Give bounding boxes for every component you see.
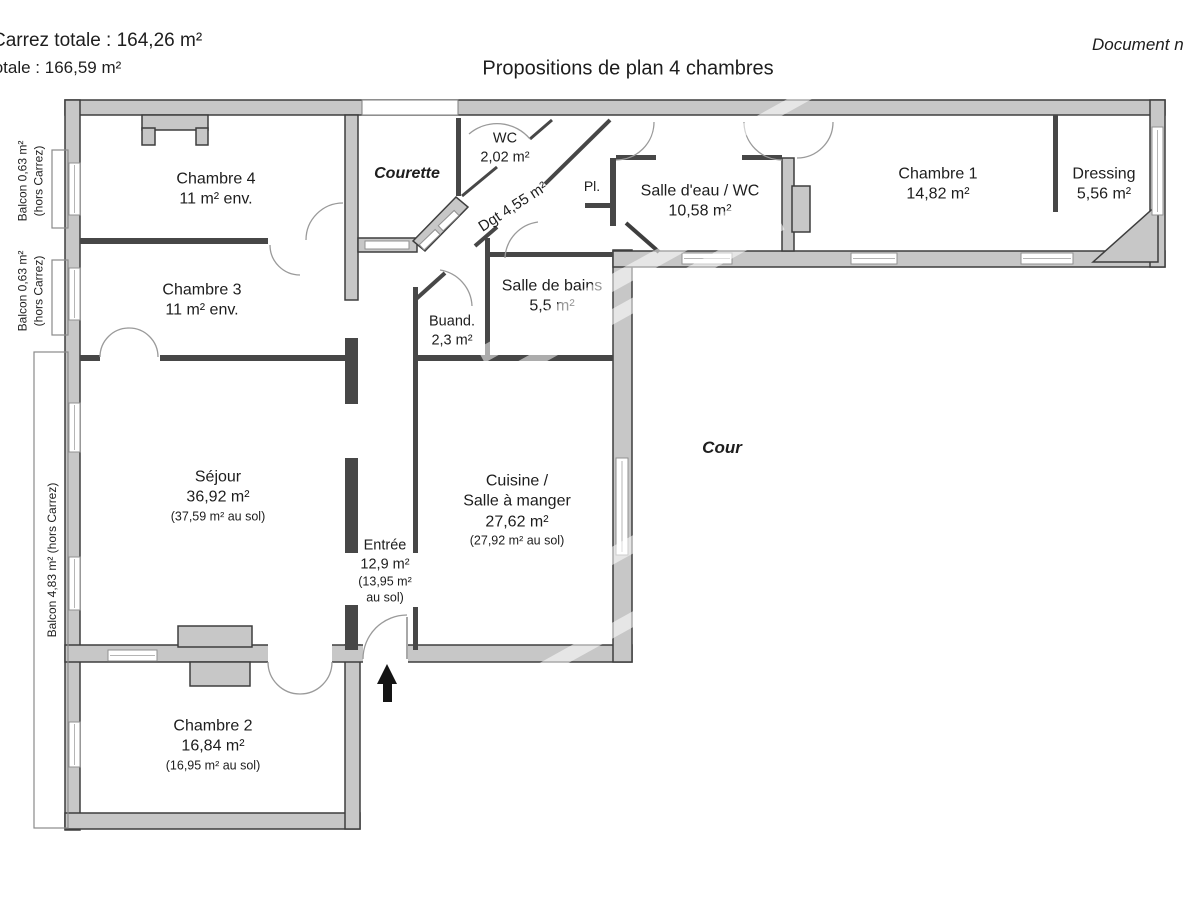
- buanderie-door-arc: [439, 269, 473, 307]
- room-label-buanderie: Buand. 2,3 m²: [429, 313, 475, 348]
- surface-total-text: totale : 166,59 m²: [0, 58, 122, 77]
- room-label-chambre3: Chambre 3 11 m² env.: [162, 281, 242, 319]
- window-chambre4: [68, 162, 81, 216]
- sdb-bottom-wall: [413, 355, 613, 361]
- wc-diagonal-wall-b: [461, 165, 498, 198]
- room-label-chambre2: Chambre 2 16,84 m² (16,95 m² au sol): [165, 717, 261, 773]
- room-label-entree: Entrée 12,9 m² (13,95 m² au sol): [358, 537, 412, 605]
- chambre2-right-wall: [344, 644, 361, 830]
- courette-top-opening: [361, 99, 459, 116]
- entree-right-wall-a: [413, 287, 418, 553]
- room-label-cuisine: Cuisine / Salle à manger 27,62 m² (27,92…: [463, 472, 571, 548]
- top-wall: [64, 99, 1166, 116]
- chambre4-chambre3-divider: [80, 238, 268, 244]
- kitchen-right-wall: [612, 249, 633, 663]
- sejour-chambre2-door-right: [299, 661, 333, 695]
- balcony-mid-label: Balcon 0,63 m² (hors Carrez): [15, 250, 45, 332]
- chambre3-bottom-stub: [80, 355, 100, 361]
- chambre1-dressing-divider: [1053, 115, 1058, 212]
- room-label-sejour: Séjour 36,92 m² (37,59 m² au sol): [170, 468, 266, 524]
- room-label-dressing: Dressing 5,56 m²: [1072, 165, 1136, 203]
- balcony-long-outline: [33, 351, 69, 829]
- entrance-door-arc: [362, 614, 408, 660]
- entree-left-wall-a: [345, 338, 358, 404]
- window-chambre3: [68, 267, 81, 321]
- sejour-chambre2-door-left: [267, 661, 301, 695]
- chambre3-french-door-right: [128, 327, 159, 358]
- chambre4-chimney-leg-left: [141, 127, 156, 146]
- salledeau-chamfer-wall: [624, 221, 661, 254]
- chambre3-door-arc: [269, 244, 301, 276]
- chambre1-wall-notch: [791, 185, 811, 233]
- chambre4-chimney-leg-right: [195, 127, 209, 146]
- chambre2-chimney: [189, 661, 251, 687]
- window-salledeau-south: [681, 252, 733, 265]
- wc-left-wall: [456, 118, 461, 196]
- salledeau-door-left-arc: [615, 121, 655, 161]
- salledeau-stub-left: [616, 155, 656, 160]
- placard-bottom-wall: [585, 203, 613, 208]
- corridor-lower-wall-a: [413, 271, 447, 302]
- window-cuisine-east: [615, 457, 629, 556]
- window-chambre2: [68, 721, 81, 768]
- chambre4-chimney: [141, 114, 209, 131]
- window-chambre1-south-1: [850, 252, 898, 265]
- cour-label: Cour: [702, 438, 742, 458]
- chambre2-bottom-wall: [64, 812, 361, 830]
- room-label-salle-bains: Salle de bains 5,5 m²: [501, 277, 603, 315]
- document-note: Document n: [1092, 35, 1184, 54]
- page-title: Propositions de plan 4 chambres: [482, 57, 774, 80]
- balconies: [33, 149, 69, 829]
- salledeau-door-right-arc: [743, 121, 783, 161]
- carrez-total-text: Carrez totale : 164,26 m²: [0, 30, 203, 51]
- courette-label: Courette: [374, 164, 440, 182]
- chambre1-door-arc: [796, 121, 834, 159]
- chambre3-bottom-wall: [160, 355, 345, 361]
- sejour-chambre2-door-gap: [268, 644, 332, 663]
- window-courette-diagonal-2: [437, 209, 460, 232]
- sejour-chimney: [177, 625, 253, 648]
- window-chambre1-south-2: [1020, 252, 1074, 265]
- wc-door-arc: [468, 122, 531, 140]
- corridor-lower-wall-c: [543, 118, 612, 186]
- window-courette-bottom: [364, 240, 410, 250]
- balcony-top-label: Balcon 0,63 m² (hors Carrez): [15, 140, 45, 222]
- window-sejour-2: [68, 556, 81, 611]
- balcony-mid-outline: [51, 259, 69, 336]
- courette-left-wall: [344, 114, 359, 301]
- room-label-salle-eau: Salle d'eau / WC 10,58 m²: [640, 182, 760, 220]
- chambre4-door-arc: [305, 202, 344, 241]
- chambre3-french-door-left: [99, 327, 130, 358]
- balcony-long-label: Balcon 4,83 m² (hors Carrez): [45, 482, 60, 638]
- room-label-wc: WC 2,02 m²: [480, 130, 530, 165]
- window-sejour-1: [68, 402, 81, 453]
- window-courette-diagonal-1: [418, 228, 441, 251]
- dressing-chamfer-wall: [1091, 202, 1159, 263]
- entree-left-wall-c: [345, 605, 358, 650]
- room-label-chambre1: Chambre 1 14,82 m²: [898, 165, 978, 203]
- entree-left-wall-b: [345, 458, 358, 553]
- entrance-door-gap: [363, 644, 408, 663]
- window-sejour-chambre2-wall: [107, 649, 158, 662]
- room-label-placard: Pl.: [583, 178, 601, 195]
- wc-diagonal-wall-a: [529, 118, 553, 141]
- entrance-arrow-icon: [377, 664, 397, 702]
- entree-right-wall-b: [413, 607, 418, 650]
- window-dressing-east: [1151, 126, 1164, 216]
- salledeau-left-wall: [610, 158, 616, 226]
- balcony-top-outline: [51, 149, 69, 229]
- room-label-chambre4: Chambre 4 11 m² env.: [176, 170, 256, 208]
